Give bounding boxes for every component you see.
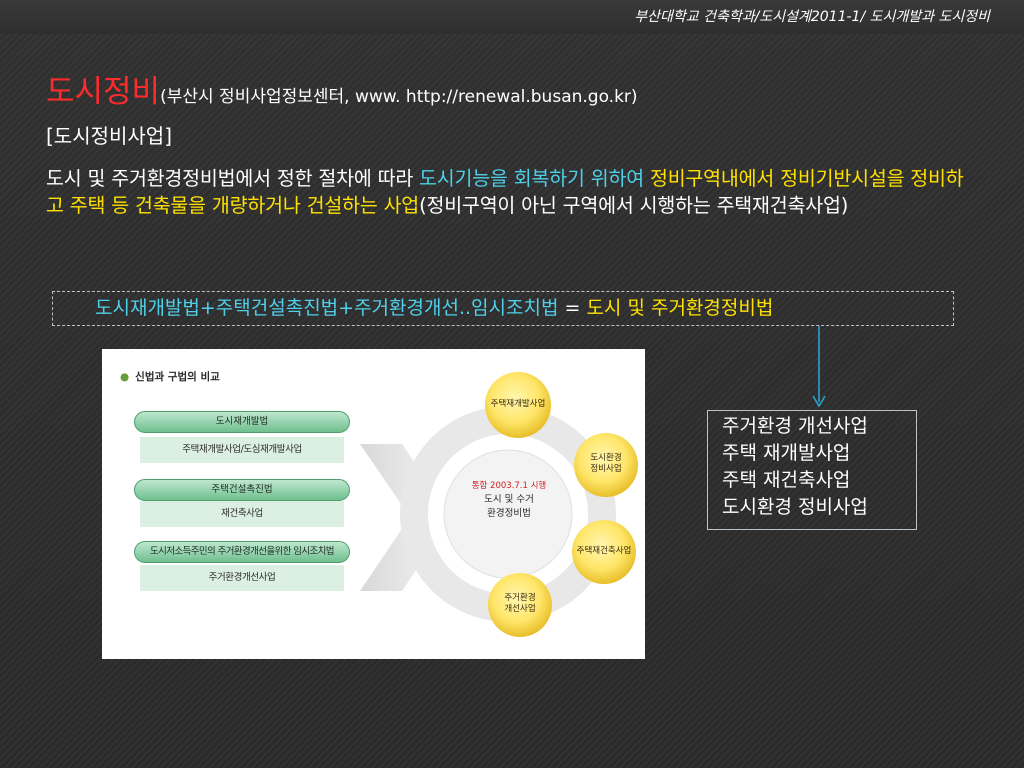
title-main: 도시정비 — [46, 74, 161, 110]
project-item: 주택 재건축사업 — [722, 469, 851, 491]
definition-highlight-cyan: 도시기능을 회복하기 위하여 — [419, 167, 644, 190]
circle-top-shape — [485, 372, 551, 438]
down-arrow-icon — [812, 326, 826, 408]
old-law-sub: 주택재개발사업/도심재개발사업 — [140, 437, 344, 463]
center-line2: 도시 및 수거 — [484, 494, 534, 505]
old-law-pill: 도시재개발법 — [134, 411, 350, 433]
project-item: 주택 재개발사업 — [722, 442, 851, 464]
project-types-box: 주거환경 개선사업 주택 재개발사업 주택 재건축사업 도시환경 정비사업 — [707, 410, 917, 530]
figure-heading: ●신법과 구법의 비교 — [120, 371, 220, 383]
center-line3: 환경정비법 — [487, 508, 531, 519]
project-item: 주거환경 개선사업 — [722, 415, 868, 437]
old-law-pill: 도시저소득주민의 주거환경개선을위한 임시조치법 — [134, 541, 350, 563]
definition-text: 도시 및 주거환경정비법에서 정한 절차에 따라 도시기능을 회복하기 위하여 … — [46, 165, 976, 219]
figure-graphics — [360, 372, 638, 637]
old-law-sub: 재건축사업 — [140, 501, 344, 527]
law-formula-box: 도시재개발법+주택건설촉진법+주거환경개선..임시조치법 = 도시 및 주거환경… — [52, 291, 954, 326]
definition-highlight-yellow: 정비구역내에서 정비기반시설을 정비하고 주택 등 건축물을 개량하거나 건설하… — [46, 167, 964, 217]
slide-title: 도시정비(부산시 정비사업정보센터, www. http://renewal.b… — [46, 66, 638, 111]
circle-right-bottom-shape — [572, 520, 636, 584]
center-date: 통합 2003.7.1 시행 — [471, 481, 547, 491]
circle-bottom-shape — [488, 573, 552, 637]
definition-part1: 도시 및 주거환경정비법에서 정한 절차에 따라 — [46, 167, 420, 190]
top-bar — [0, 0, 1024, 34]
course-header: 부산대학교 건축학과/도시설계2011-1/ 도시개발과 도시정비 — [634, 9, 990, 25]
circle-label-right-bottom: 주택재건축사업 — [576, 546, 632, 556]
center-new-law: 통합 2003.7.1 시행 도시 및 수거 환경정비법 — [464, 479, 554, 521]
title-source: (부산시 정비사업정보센터, www. http://renewal.busan… — [160, 87, 638, 107]
formula-equals: = — [558, 297, 587, 319]
circle-right-top-shape — [574, 433, 638, 497]
old-law-sub: 주거환경개선사업 — [140, 565, 344, 591]
section-subtitle: [도시정비사업] — [46, 124, 173, 148]
formula-old-laws: 도시재개발법+주택건설촉진법+주거환경개선..임시조치법 — [95, 297, 559, 319]
circle-label-top: 주택재개발사업 — [490, 399, 546, 409]
formula-new-law: 도시 및 주거환경정비법 — [586, 297, 774, 319]
old-law-pill: 주택건설촉진법 — [134, 479, 350, 501]
definition-note: (정비구역이 아닌 구역에서 시행하는 주택재건축사업) — [419, 194, 849, 217]
bullet-icon: ● — [120, 371, 130, 383]
law-comparison-figure: ●신법과 구법의 비교 도시재개발법 주택재개발사업/도심재개발사업 주택건설촉… — [102, 349, 645, 659]
project-item: 도시환경 정비사업 — [722, 496, 868, 518]
